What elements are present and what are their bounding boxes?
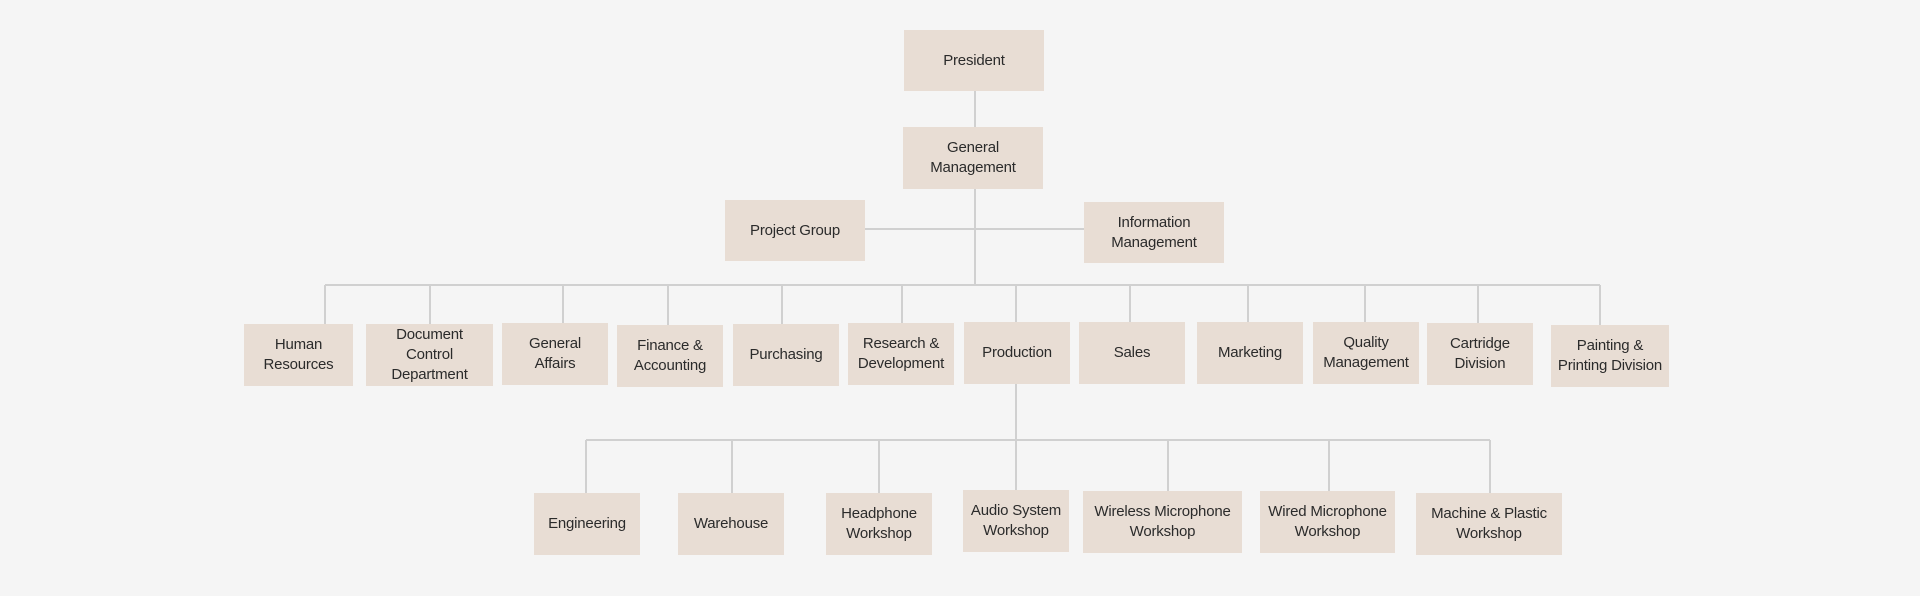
node-audio-system-workshop: Audio System Workshop — [963, 490, 1069, 552]
node-sales: Sales — [1079, 322, 1185, 384]
node-research-development: Research & Development — [848, 323, 954, 385]
node-general-affairs: General Affairs — [502, 323, 608, 385]
node-production: Production — [964, 322, 1070, 384]
node-wired-microphone-workshop: Wired Microphone Workshop — [1260, 491, 1395, 553]
node-human-resources: Human Resources — [244, 324, 353, 386]
node-information-management: Information Management — [1084, 202, 1224, 263]
node-painting-printing-division: Painting & Printing Division — [1551, 325, 1669, 387]
node-quality-management: Quality Management — [1313, 322, 1419, 384]
node-machine-plastic-workshop: Machine & Plastic Workshop — [1416, 493, 1562, 555]
node-document-control-department: Document Control Department — [366, 324, 493, 386]
node-finance-accounting: Finance & Accounting — [617, 325, 723, 387]
node-marketing: Marketing — [1197, 322, 1303, 384]
node-wireless-microphone-workshop: Wireless Microphone Workshop — [1083, 491, 1242, 553]
node-president: President — [904, 30, 1044, 91]
node-purchasing: Purchasing — [733, 324, 839, 386]
node-cartridge-division: Cartridge Division — [1427, 323, 1533, 385]
node-headphone-workshop: Headphone Workshop — [826, 493, 932, 555]
node-engineering: Engineering — [534, 493, 640, 555]
node-project-group: Project Group — [725, 200, 865, 261]
node-general-management: General Management — [903, 127, 1043, 189]
node-warehouse: Warehouse — [678, 493, 784, 555]
